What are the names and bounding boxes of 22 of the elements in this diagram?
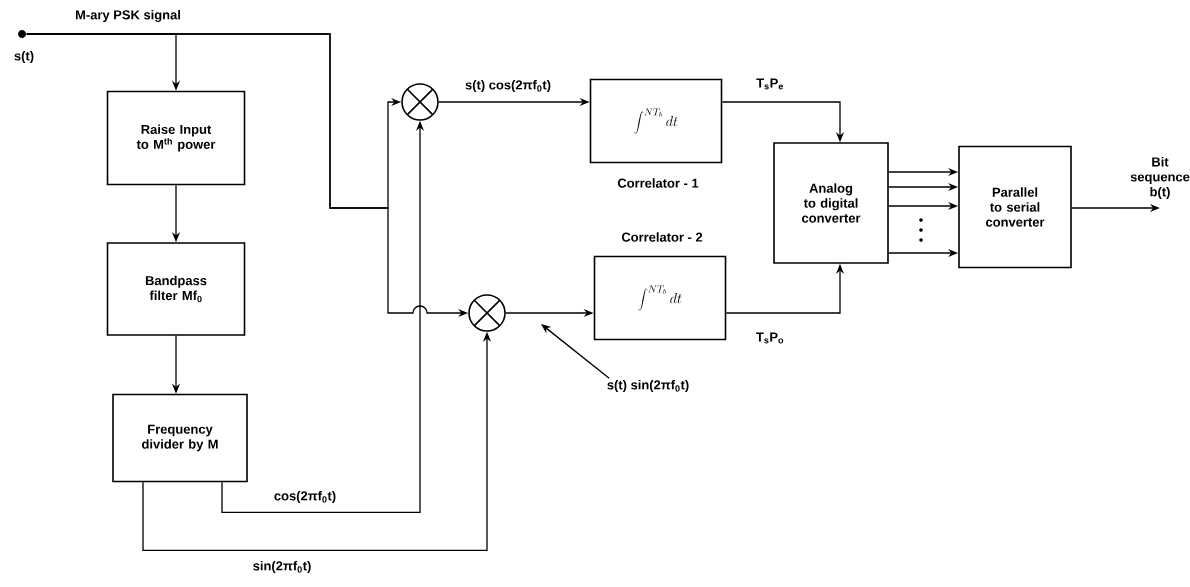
process-box: Parallel to serial converter xyxy=(958,145,1072,269)
leader-line xyxy=(541,324,610,379)
correlator-label: Correlator - 2 xyxy=(621,232,703,242)
edge-label: cos(2πf$_{0}$t) xyxy=(272,489,338,505)
terminal-label: s(t) xyxy=(14,50,34,64)
process-box: Analog to digital converter xyxy=(773,142,889,264)
process-box: Frequency divider by M xyxy=(112,393,248,483)
annotation-text: s(t) sin(2πf$_{0}$t) xyxy=(607,379,689,393)
multiplier-symbol xyxy=(401,83,439,121)
edge-label: sin(2πf$_{0}$t) xyxy=(251,559,313,575)
edge-label: T$_{s}$P$_{o}$ xyxy=(754,331,786,345)
input-terminal xyxy=(18,30,26,38)
process-box: Bandpass filter Mf$_{0}$ xyxy=(106,242,246,336)
integrator-box: $\int^{NT_b} dt$ xyxy=(589,78,723,164)
annotation-text: Bit sequence b(t) xyxy=(1130,157,1190,199)
text-label: M-ary PSK signal xyxy=(75,9,180,23)
edge-label: s(t) cos(2πf$_{0}$t) xyxy=(464,78,552,94)
process-box: Raise Input to M$^{th}$ power xyxy=(106,90,246,186)
edge-label: T$_{s}$P$_{e}$ xyxy=(755,77,785,91)
multiplier-symbol xyxy=(468,294,506,332)
correlator-label: Correlator - 1 xyxy=(617,178,699,188)
integrator-box: $\int^{NT_b} dt$ xyxy=(593,255,727,341)
